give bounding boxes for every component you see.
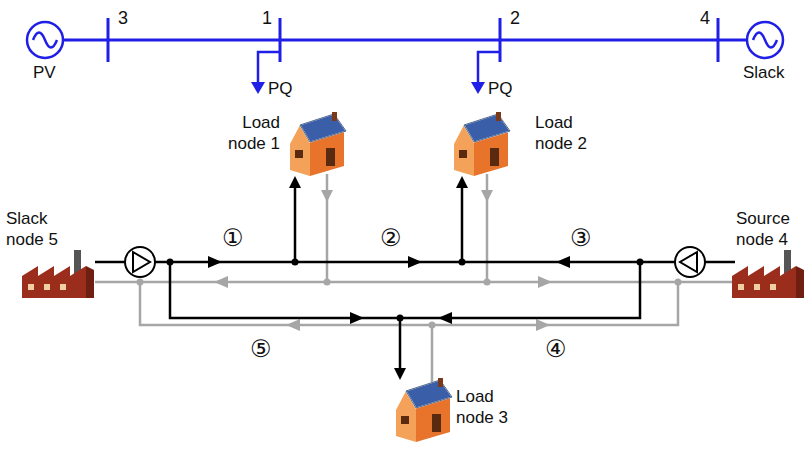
house-icon xyxy=(396,378,452,442)
return-markers xyxy=(137,190,682,392)
pump-symbols xyxy=(125,247,705,277)
pipe-number: ③ xyxy=(570,225,592,251)
supply-markers xyxy=(167,176,644,380)
bus-type: PQ xyxy=(488,78,513,99)
house-icon xyxy=(454,112,510,176)
pipe-number: ② xyxy=(380,225,402,251)
node-label: Slack node 5 xyxy=(6,208,72,250)
pipe-number: ⑤ xyxy=(250,336,272,362)
supply-pipes xyxy=(95,184,735,370)
bus-number: 4 xyxy=(700,8,710,29)
factory-icon xyxy=(732,250,804,298)
pipe-number: ① xyxy=(222,225,244,251)
factory-icon xyxy=(22,250,94,298)
house-icon xyxy=(290,112,346,176)
bus-type: PV xyxy=(33,62,56,83)
bus-number: 3 xyxy=(118,8,128,29)
pipe-number: ④ xyxy=(545,336,567,362)
power-line xyxy=(63,18,747,84)
node-label: Load node 2 xyxy=(535,112,607,154)
return-pipes xyxy=(95,174,735,382)
generator-symbols xyxy=(27,22,783,58)
bus-type: Slack xyxy=(743,62,785,83)
node-label: Load node 3 xyxy=(456,386,528,428)
bus-type: PQ xyxy=(268,78,293,99)
bus-number: 2 xyxy=(510,8,520,29)
node-label: Load node 1 xyxy=(208,112,280,154)
bus-number: 1 xyxy=(262,8,272,29)
node-label: Source node 4 xyxy=(736,208,806,250)
